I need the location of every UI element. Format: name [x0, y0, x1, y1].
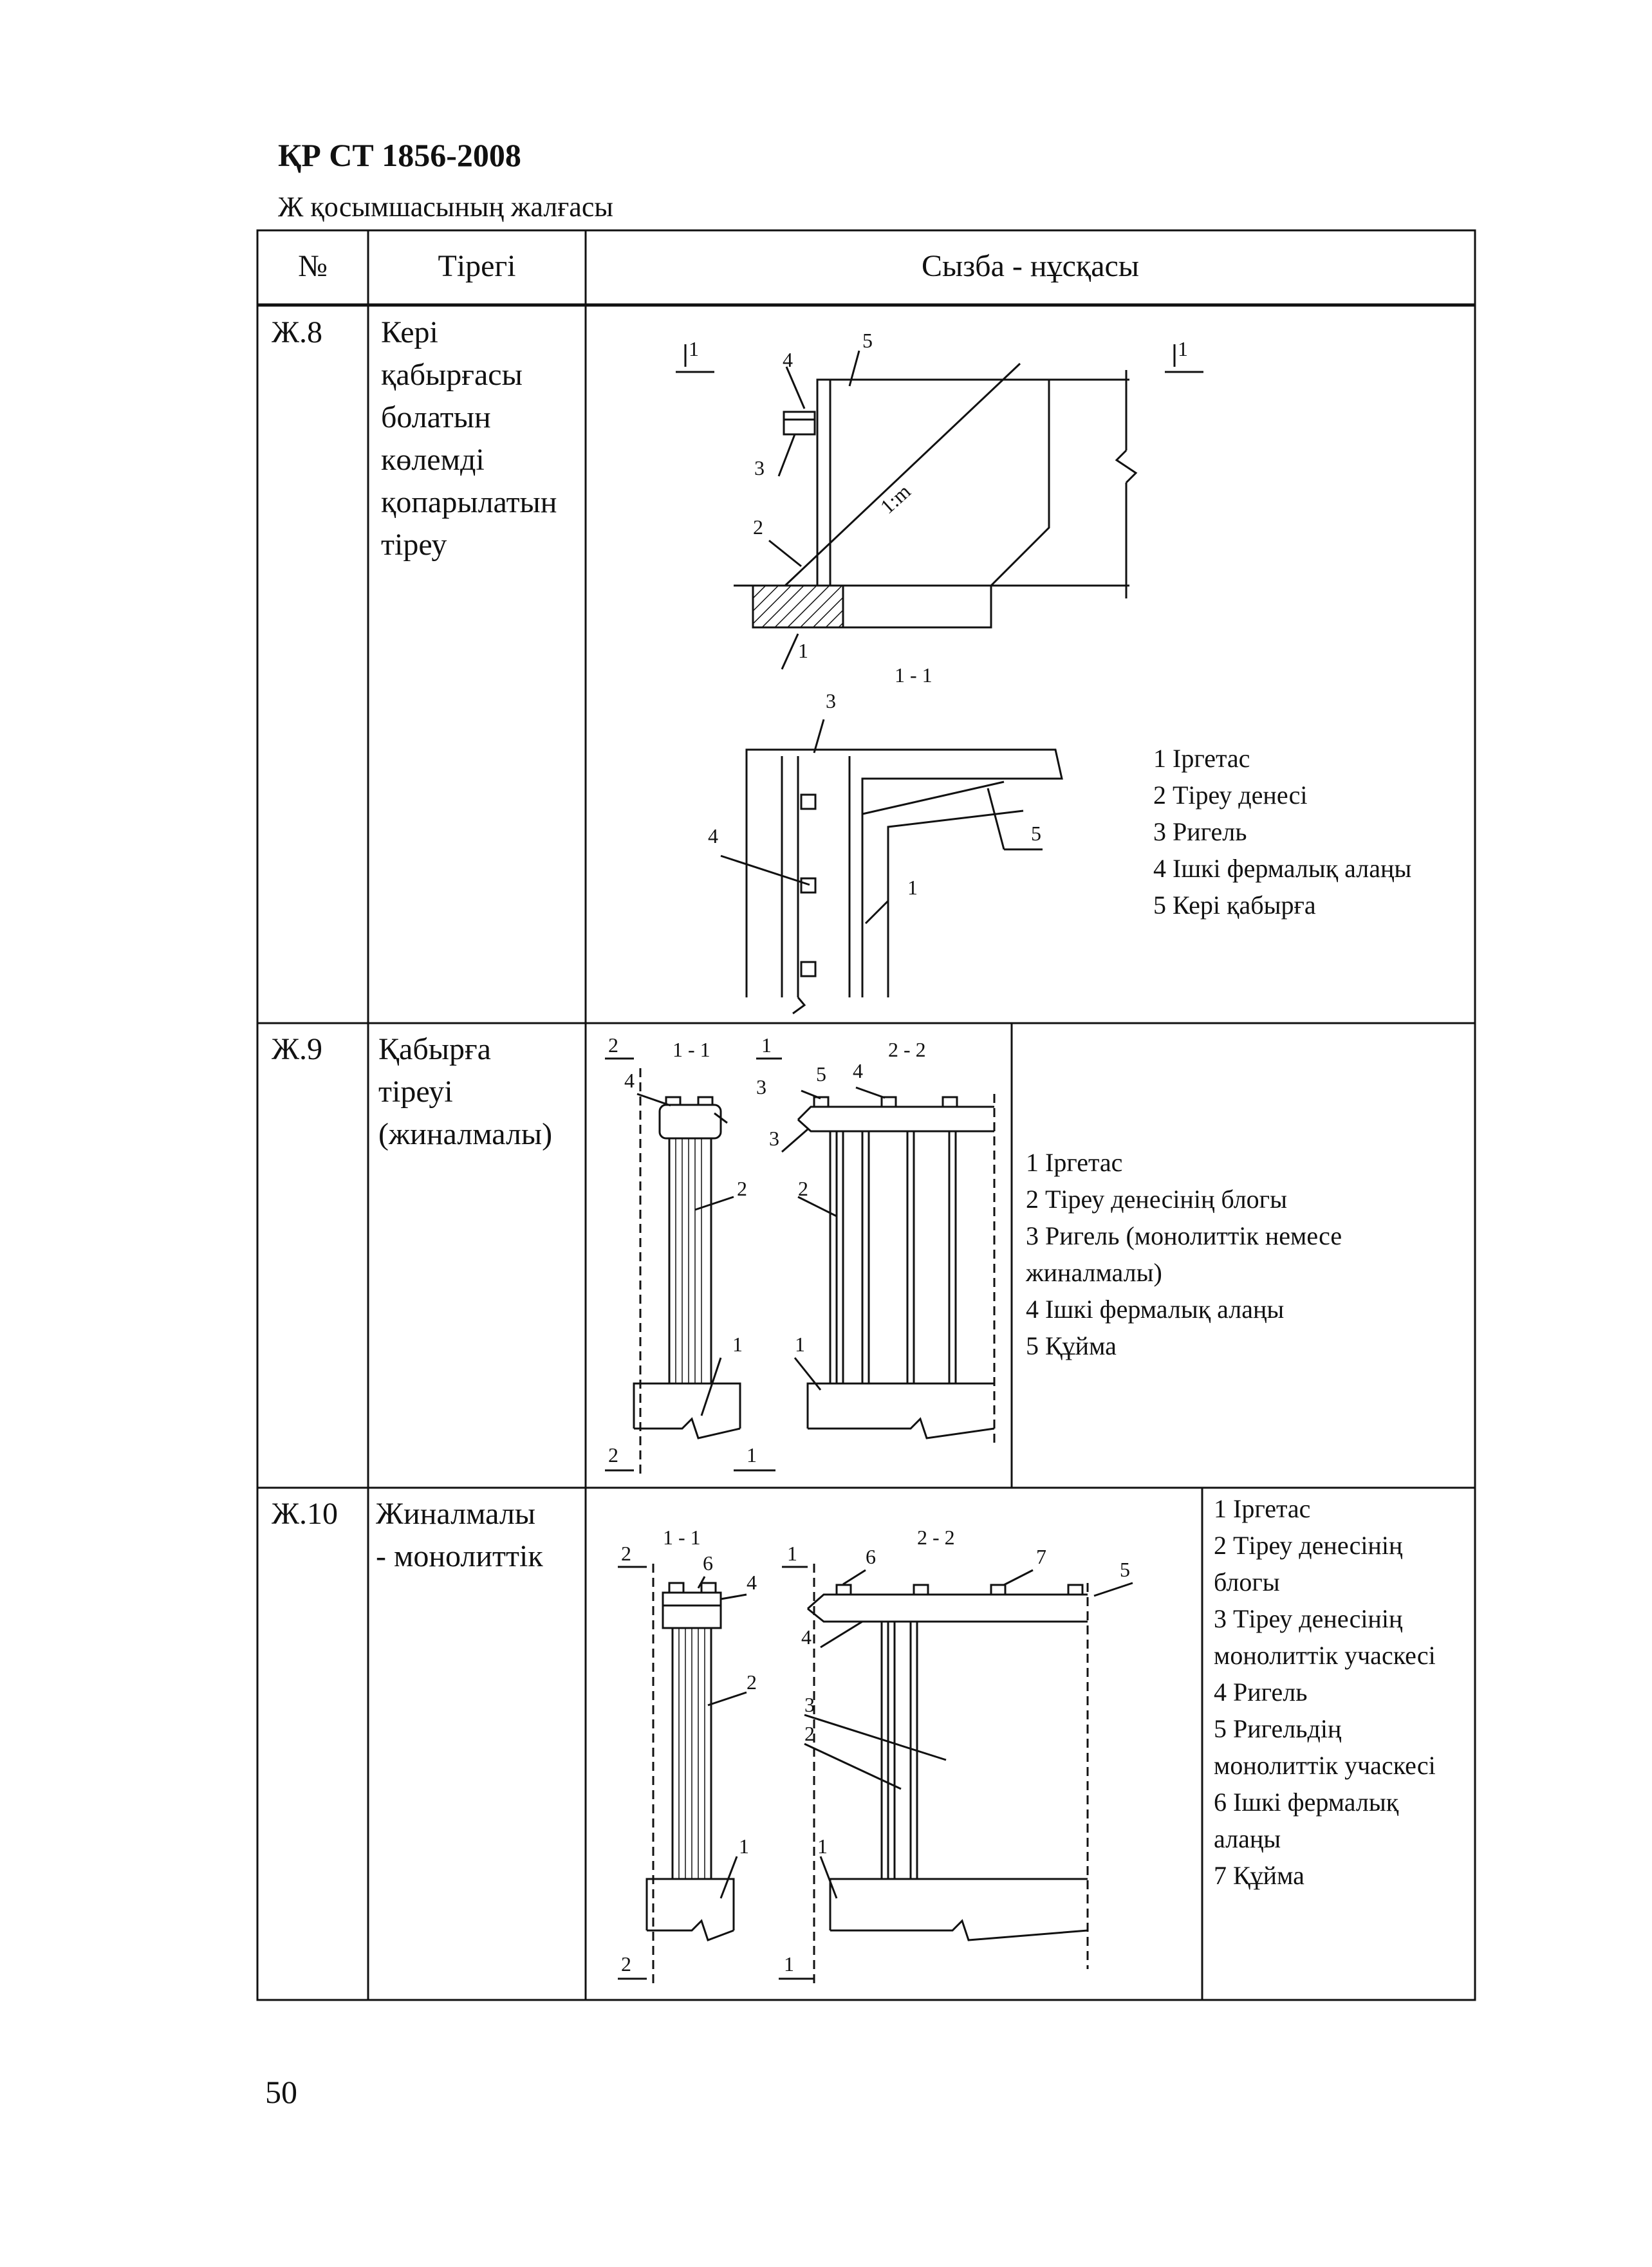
callout-3: 3 — [826, 689, 836, 712]
callout-1: 1 — [732, 1333, 743, 1356]
callout-2: 2 — [747, 1670, 757, 1694]
callout-4: 4 — [708, 824, 718, 847]
section-title-1-1: 1 - 1 — [663, 1526, 701, 1549]
row-type: Жиналмалы - монолиттік — [376, 1497, 543, 1573]
section-title-2-2: 2 - 2 — [917, 1526, 955, 1549]
callout-2: 2 — [798, 1177, 808, 1200]
callout-1: 1 — [795, 1333, 805, 1356]
row-number: Ж.10 — [272, 1497, 339, 1531]
callout-5: 5 — [1031, 822, 1041, 845]
callout-6: 6 — [866, 1545, 876, 1568]
callout-2: 2 — [753, 515, 763, 539]
legend: 1 Іргетас 2 Тіреу денесінің блогы 3 Тіре… — [1214, 1494, 1436, 1890]
legend: 1 Іргетас 2 Тіреу денесінің блогы 3 Риге… — [1026, 1148, 1342, 1360]
header-support-type: Тірегі — [438, 249, 516, 283]
row-type: Кері қабырғасы болатын көлемді қопарылат… — [381, 315, 557, 562]
section-mark-left: 1 — [689, 337, 699, 360]
callout-3: 3 — [756, 1075, 766, 1098]
callout-1: 1 — [907, 876, 918, 899]
header-number: № — [298, 249, 328, 283]
cut-mark-1: 1 — [747, 1443, 757, 1467]
cut-mark-1: 1 — [784, 1952, 794, 1976]
callout-1: 1 — [798, 639, 808, 662]
callout-2: 2 — [737, 1177, 747, 1200]
callout-3: 3 — [804, 1693, 815, 1716]
callout-4: 4 — [783, 348, 793, 371]
document-subtitle: Ж қосымшасының жалғасы — [278, 191, 613, 223]
row-number: Ж.9 — [272, 1032, 323, 1066]
cut-mark-2: 2 — [608, 1033, 618, 1057]
section-title: 1 - 1 — [895, 663, 933, 687]
legend: 1 Іргетас 2 Тіреу денесі 3 Ригель 4 Ішкі… — [1153, 744, 1412, 920]
callout-3: 3 — [754, 456, 765, 479]
callout-5: 5 — [862, 329, 873, 352]
callout-1: 1 — [817, 1835, 828, 1858]
cut-mark-2: 2 — [608, 1443, 618, 1467]
callout-4: 4 — [801, 1625, 812, 1649]
cut-mark-1: 1 — [761, 1033, 772, 1057]
callout-5: 5 — [816, 1062, 826, 1086]
row-type: Қабырға тіреуі (жиналмалы) — [378, 1032, 553, 1151]
callout-3: 3 — [769, 1127, 779, 1150]
section-mark-right: 1 — [1178, 337, 1188, 360]
document-title: ҚР СТ 1856-2008 — [278, 137, 521, 173]
row-number: Ж.8 — [272, 315, 323, 349]
cut-mark-2: 2 — [621, 1542, 631, 1565]
section-title-1-1: 1 - 1 — [673, 1038, 710, 1061]
header-scheme: Сызба - нұсқасы — [921, 249, 1140, 283]
callout-4: 4 — [747, 1571, 757, 1594]
cut-mark-2: 2 — [621, 1952, 631, 1976]
callout-4: 4 — [624, 1069, 635, 1092]
callout-2: 2 — [804, 1722, 815, 1745]
section-title-2-2: 2 - 2 — [888, 1038, 926, 1061]
page-number: 50 — [265, 2074, 297, 2110]
callout-6: 6 — [703, 1551, 713, 1575]
callout-4: 4 — [853, 1059, 863, 1082]
cut-mark-1: 1 — [787, 1542, 797, 1565]
callout-5: 5 — [1120, 1558, 1130, 1581]
callout-1: 1 — [739, 1835, 749, 1858]
callout-7: 7 — [1036, 1545, 1046, 1568]
